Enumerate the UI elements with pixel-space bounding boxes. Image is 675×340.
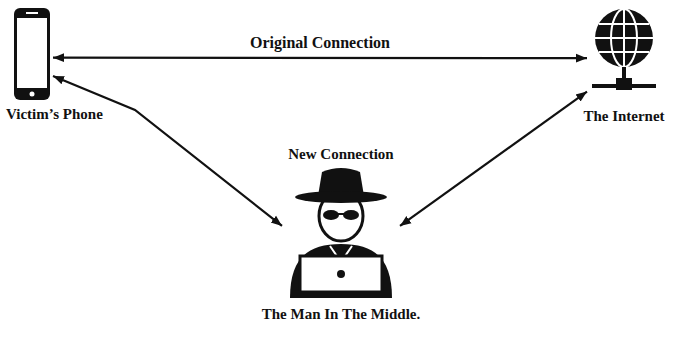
hacker-body xyxy=(290,244,392,298)
edge-label: Original Connection xyxy=(248,34,392,52)
globe-grid xyxy=(595,9,653,67)
laptop-base xyxy=(294,291,388,297)
connection-arrow xyxy=(53,76,282,226)
phone-button xyxy=(30,92,35,97)
phone-body xyxy=(14,8,50,100)
node-label: The Man In The Middle. xyxy=(260,306,423,323)
phone-illustration xyxy=(14,8,50,100)
laptop-logo xyxy=(337,270,345,278)
internet-node: The Internet xyxy=(590,8,658,96)
attacker-node: The Man In The Middle. xyxy=(285,168,397,298)
globe-parallel xyxy=(599,23,649,25)
phone-screen xyxy=(17,18,47,88)
node-label: The Internet xyxy=(581,108,666,125)
hacker-glasses xyxy=(323,210,339,220)
connection-arrow xyxy=(53,57,587,60)
connection-arrow xyxy=(400,92,587,226)
hacker-glasses-bridge xyxy=(338,213,344,215)
globe-illustration xyxy=(592,9,656,90)
phone-node: Victim’s Phone xyxy=(14,8,50,100)
hacker-glasses xyxy=(343,210,359,220)
annotation-label: New Connection xyxy=(286,146,395,163)
laptop-lid xyxy=(300,256,382,292)
node-label: Victim’s Phone xyxy=(4,106,105,123)
globe-parallel xyxy=(595,37,653,39)
globe-sphere xyxy=(595,9,653,67)
phone-speaker xyxy=(26,12,38,14)
network-box xyxy=(616,78,632,90)
hacker-illustration xyxy=(290,168,392,298)
hacker-hat-brim xyxy=(295,191,387,203)
globe-parallel xyxy=(599,51,649,53)
